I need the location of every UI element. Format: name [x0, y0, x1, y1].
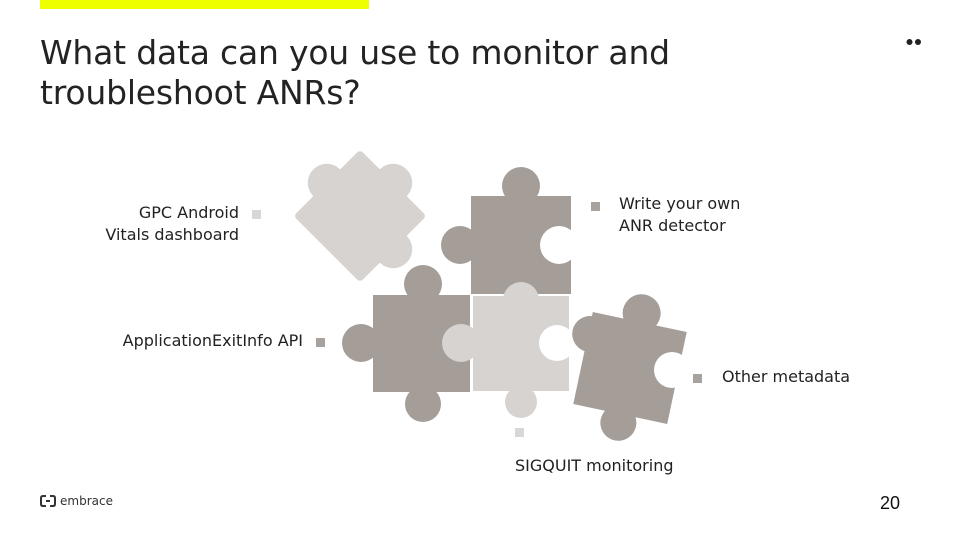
bullet-other: [693, 374, 702, 383]
label-sigquit-text: SIGQUIT monitoring: [515, 456, 674, 475]
label-application-exit-info: ApplicationExitInfo API: [123, 330, 303, 352]
embrace-logo: embrace: [40, 494, 113, 508]
title-line-2: troubleshoot ANRs?: [40, 73, 361, 112]
label-write-line-1: Write your own: [619, 194, 741, 213]
label-gpc-line-1: GPC Android: [138, 203, 239, 222]
label-write-line-2: ANR detector: [619, 216, 726, 235]
label-gpc-line-2: Vitals dashboard: [105, 225, 239, 244]
slide-title: What data can you use to monitor and tro…: [40, 33, 800, 113]
accent-bar: [40, 0, 369, 9]
logo-text: embrace: [60, 494, 113, 508]
bullet-aei: [316, 338, 325, 347]
two-dots-icon: [906, 39, 921, 45]
label-other-metadata: Other metadata: [722, 366, 850, 388]
title-line-1: What data can you use to monitor and: [40, 33, 670, 72]
label-other-text: Other metadata: [722, 367, 851, 386]
label-aei-text: ApplicationExitInfo API: [122, 331, 303, 350]
bullet-write: [591, 202, 600, 211]
label-gpc-vitals: GPC Android Vitals dashboard: [105, 202, 239, 246]
puzzle-piece-gpc: [295, 151, 425, 281]
bullet-sigquit: [515, 428, 524, 437]
label-write-detector: Write your own ANR detector: [619, 193, 740, 237]
puzzle-piece-other: [572, 294, 687, 441]
bullet-gpc: [252, 210, 261, 219]
page-number: 20: [880, 493, 901, 513]
embrace-logo-icon: [40, 495, 56, 507]
label-sigquit-monitoring: SIGQUIT monitoring: [515, 455, 674, 477]
